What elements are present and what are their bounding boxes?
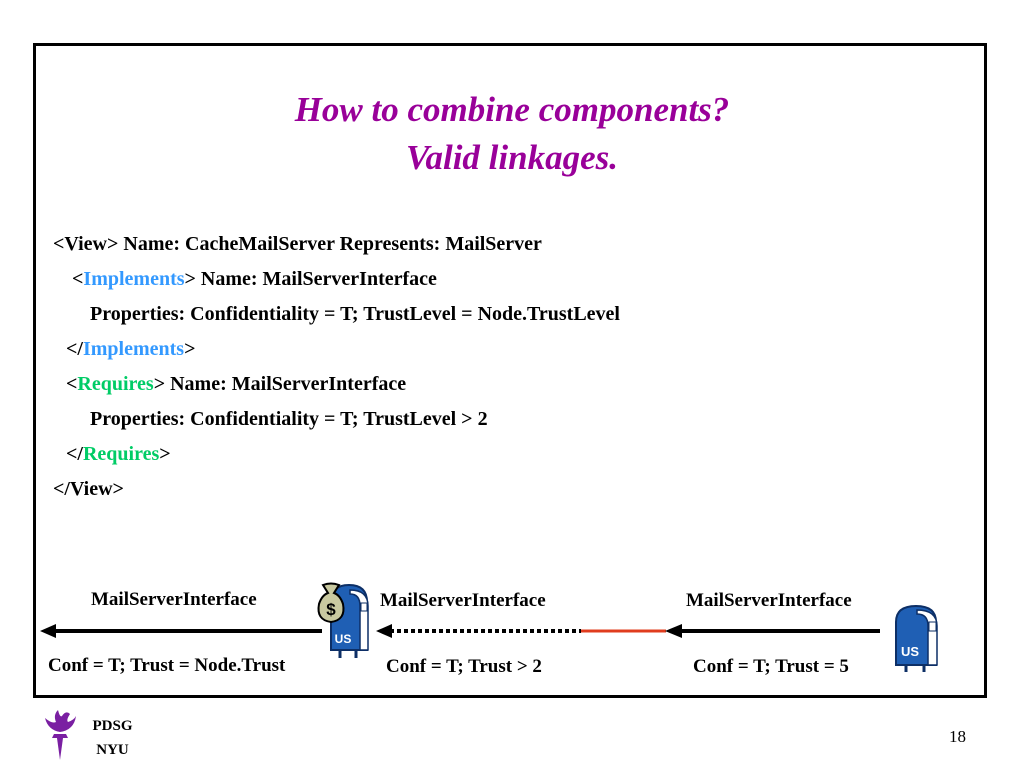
left-arrowhead (40, 624, 56, 638)
footer-org-line2: NYU (96, 742, 129, 758)
code-bracket: < (66, 373, 78, 395)
code-line-requires-open: <Requires> Name: MailServerInterface (66, 372, 406, 396)
implements-keyword: Implements (82, 338, 185, 360)
slide-frame (33, 43, 987, 698)
code-line-implements-open: <Implements> Name: MailServerInterface (72, 267, 437, 291)
code-line-requires-properties: Properties: Confidentiality = T; TrustLe… (90, 408, 488, 430)
money-symbol: $ (326, 600, 336, 619)
code-line-view-close: </View> (53, 478, 124, 500)
slide-title-line1: How to combine components? (294, 90, 730, 129)
code-bracket: > (159, 443, 171, 465)
footer-org-line1: PDSG (92, 718, 133, 734)
code-line-view-open: <View> Name: CacheMailServer Represents:… (53, 233, 542, 255)
money-bag-icon: $ (317, 582, 345, 624)
page-number: 18 (949, 727, 966, 746)
right-arrowhead (665, 624, 682, 638)
left-properties-label: Conf = T; Trust = Node.Trust (48, 655, 286, 676)
middle-interface-label: MailServerInterface (380, 590, 546, 611)
mailbox-us-text: US (335, 632, 352, 646)
middle-arrowhead (376, 624, 392, 638)
code-bracket: < (72, 268, 84, 290)
remote-mail-server-mailbox-icon: US (895, 604, 938, 672)
code-line-rest: > Name: MailServerInterface (184, 268, 437, 290)
right-interface-label: MailServerInterface (686, 590, 852, 611)
implements-keyword: Implements (83, 268, 185, 290)
mailbox-us-text: US (901, 644, 919, 659)
code-line-requires-close: </Requires> (66, 442, 171, 466)
code-line-implements-close: </Implements> (66, 337, 195, 361)
code-bracket: </ (66, 443, 83, 465)
code-line-implements-properties: Properties: Confidentiality = T; TrustLe… (90, 303, 620, 325)
requires-keyword: Requires (77, 373, 154, 395)
code-bracket: > (184, 338, 196, 360)
middle-properties-label: Conf = T; Trust > 2 (386, 656, 542, 677)
slide-title-line2: Valid linkages. (406, 138, 618, 177)
requires-keyword: Requires (82, 443, 160, 465)
nyu-torch-icon (45, 710, 76, 760)
code-bracket: </ (66, 338, 83, 360)
code-line-rest: > Name: MailServerInterface (153, 373, 407, 395)
right-properties-label: Conf = T; Trust = 5 (693, 656, 849, 677)
left-interface-label: MailServerInterface (91, 589, 257, 610)
